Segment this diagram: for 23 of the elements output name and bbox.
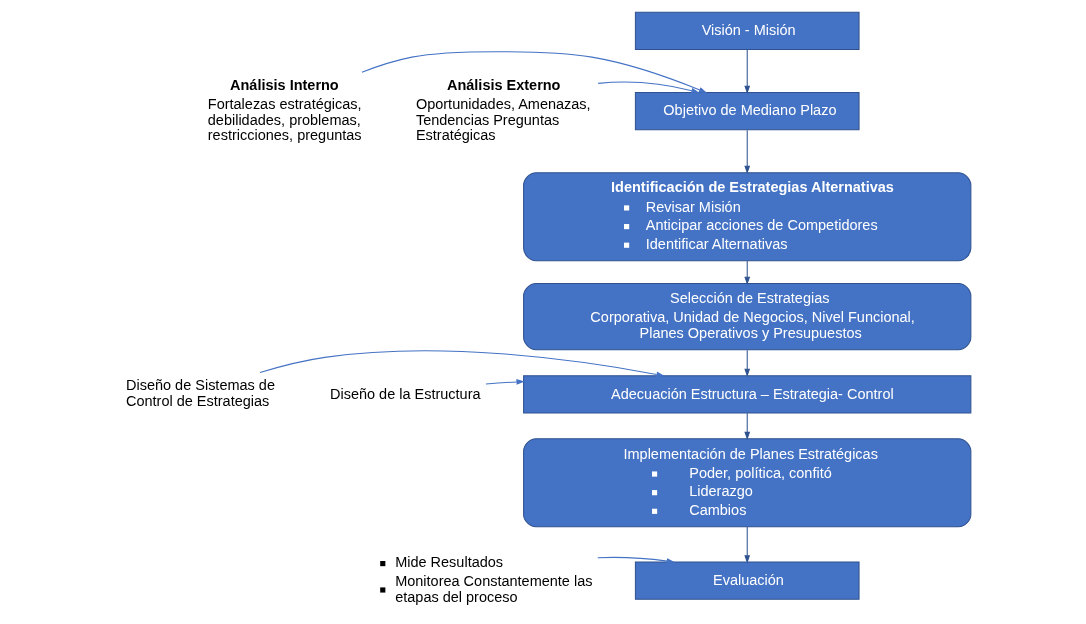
node-box: Visión - Misión [634, 11, 860, 51]
node-box: Selección de Estrategias Corporativa, Unidad de Negocios, Nivel Funcional, Planes Operativos y Presupuestos [523, 283, 972, 351]
arrow [361, 51, 708, 94]
arrow [485, 379, 525, 385]
node-box: Adecuación Estructura – Estrategia- Control [523, 375, 972, 414]
arrow [597, 556, 675, 564]
arrow [744, 412, 751, 441]
arrow [744, 129, 751, 175]
node-box: Objetivo de Mediano Plazo [634, 92, 860, 131]
node-text: Diseño de la Estructura [329, 385, 481, 402]
node-text: Análisis Interno Fortalezas estratégicas, debilidades, problemas, restricciones, preguntas [207, 76, 362, 144]
arrow [744, 526, 751, 564]
node-box: Evaluación [634, 561, 860, 600]
arrow [744, 260, 751, 286]
arrow [744, 349, 751, 377]
arrow [259, 350, 665, 378]
node-text: Análisis Externo Oportunidades, Amenazas, Tendencias Preguntas Estratégicas [415, 76, 591, 144]
node-box: Identificación de Estrategias Alternativas Revisar Misión Anticipar acciones de Competidores Identificar Alternativas [523, 172, 972, 262]
node-text: Mide Resultados Monitorea Constantemente las etapas del proceso [395, 554, 593, 605]
arrow [744, 49, 751, 94]
arrow [597, 81, 700, 94]
node-text: Diseño de Sistemas de Control de Estrategias [126, 377, 275, 409]
node-box: Implementación de Planes Estratégicas Poder, política, confitó Liderazgo Cambios [523, 438, 972, 528]
